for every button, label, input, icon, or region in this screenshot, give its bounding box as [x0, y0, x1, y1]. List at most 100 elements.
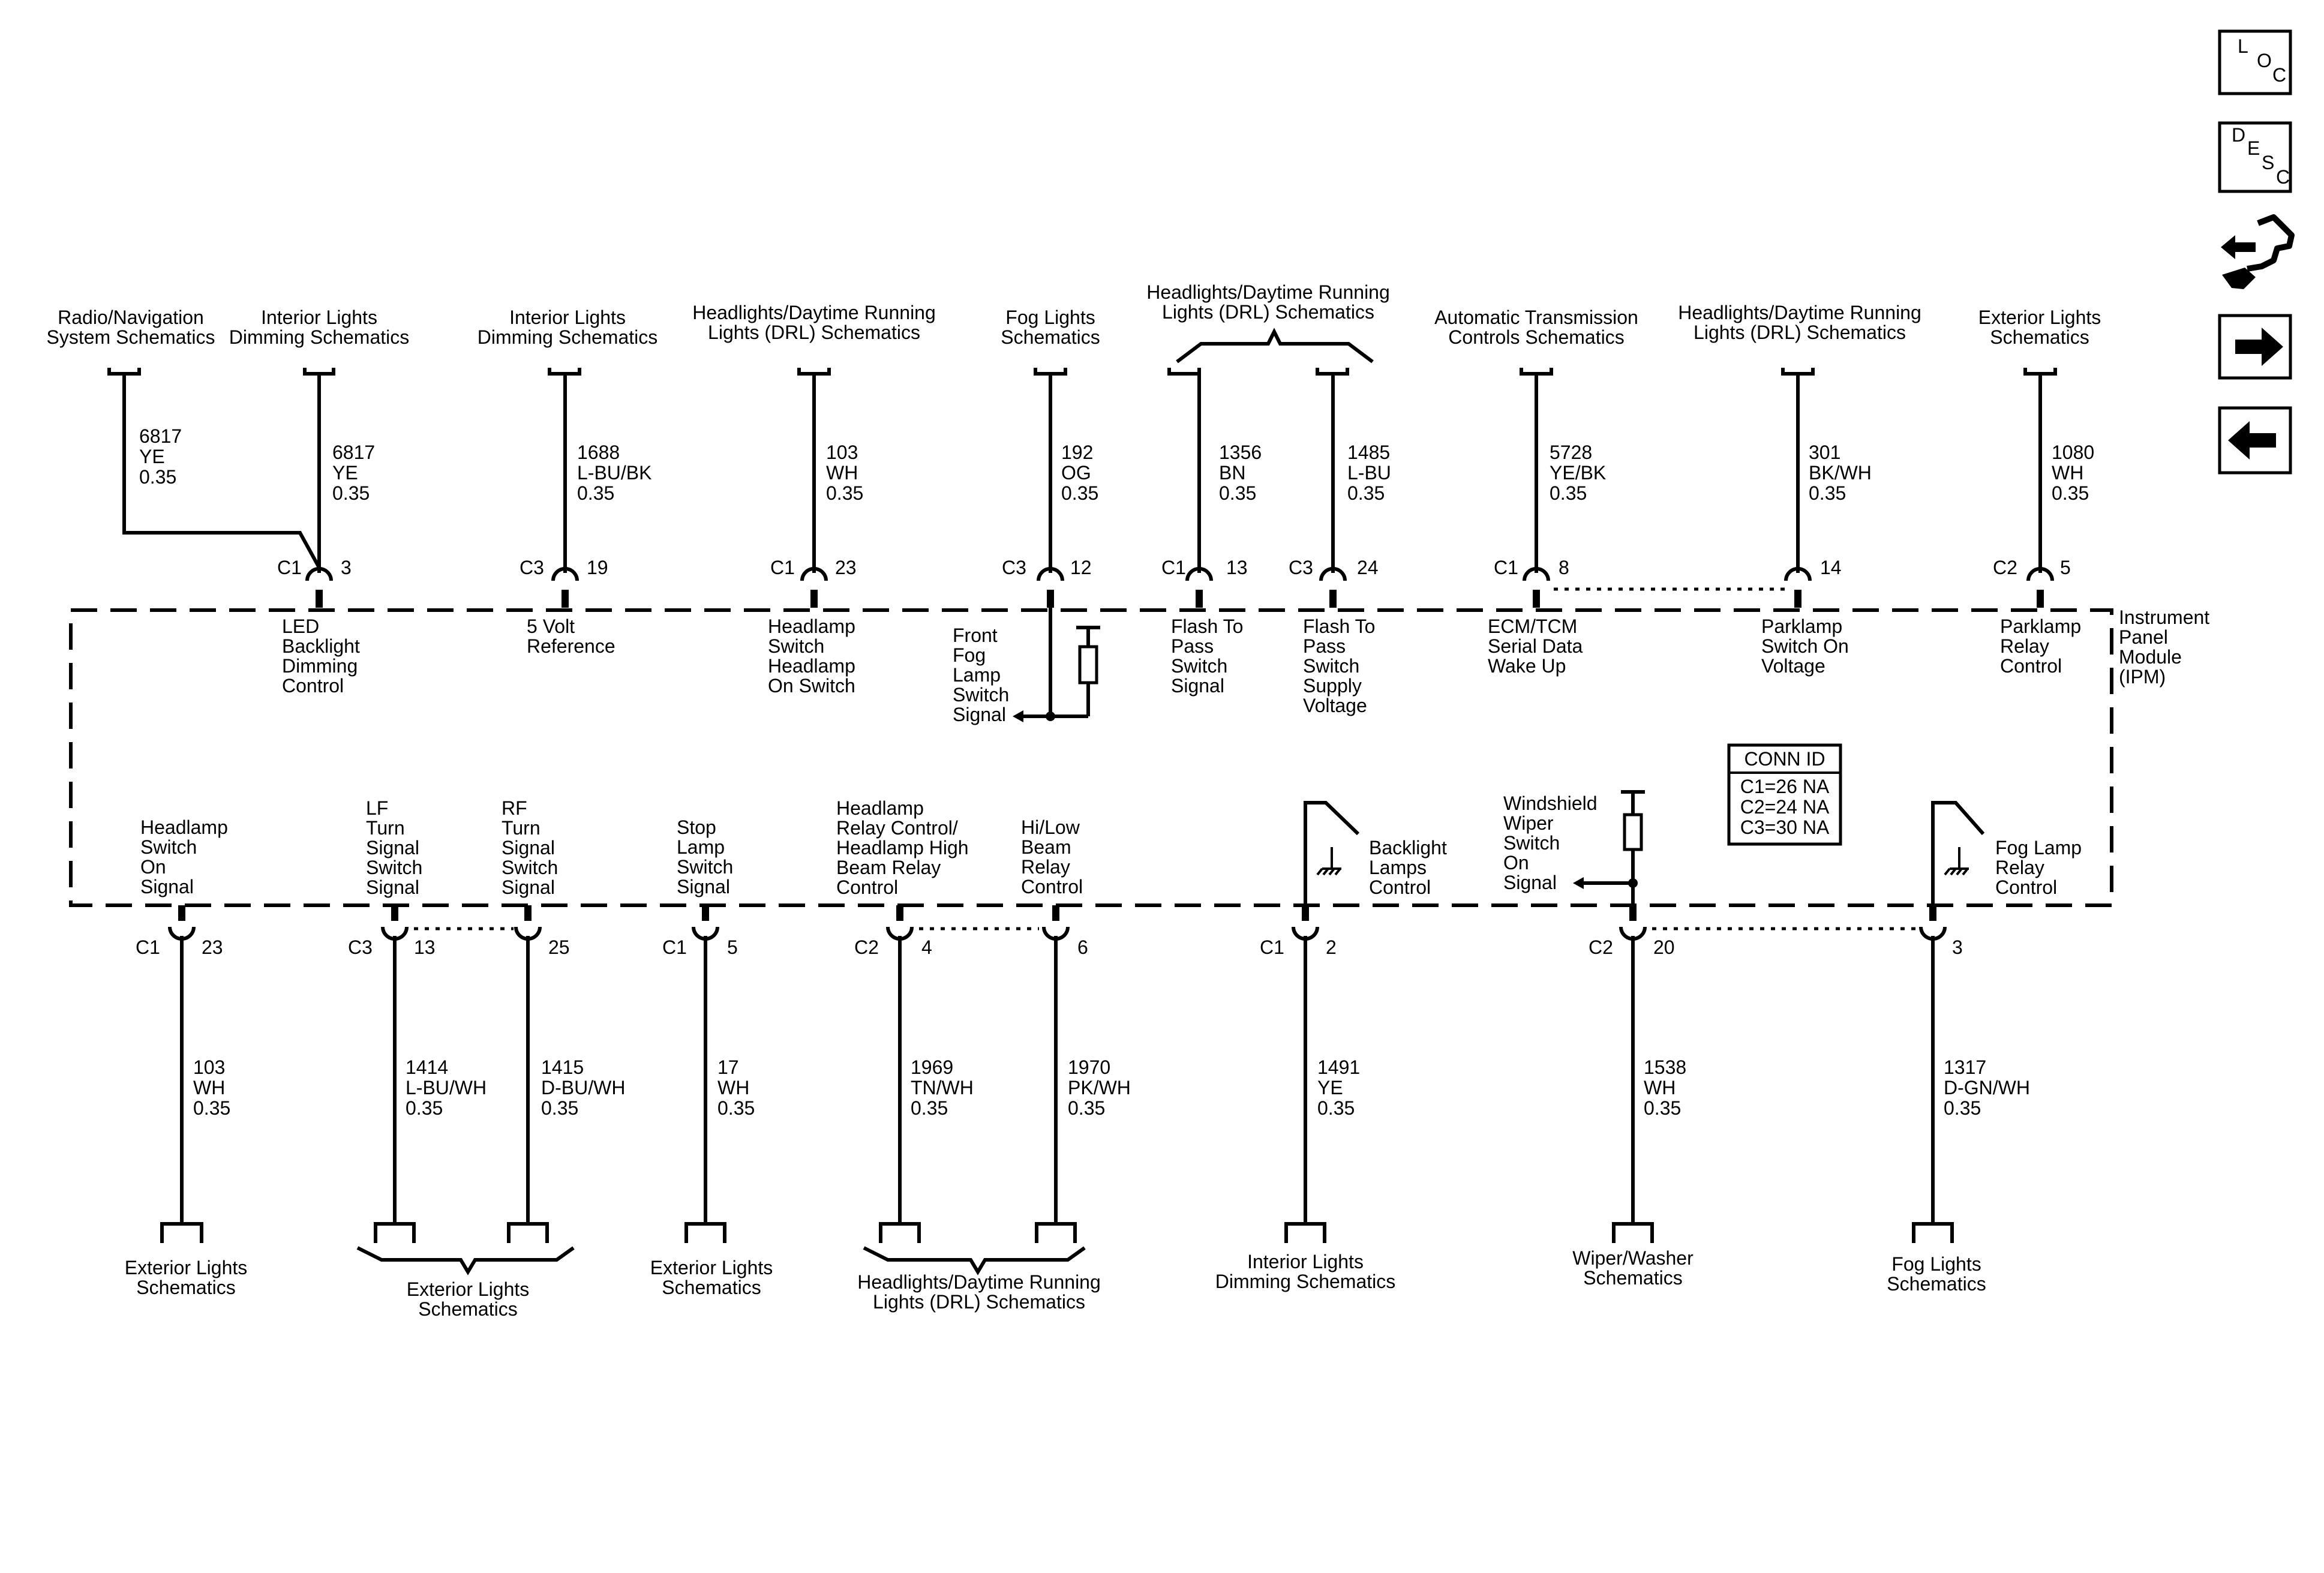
circuit-label: 1485 [1347, 442, 1390, 463]
desc-icon-e: E [2247, 137, 2260, 159]
wire-gauge: 0.35 [1944, 1097, 1981, 1119]
wire-gauge: 0.35 [1644, 1097, 1681, 1119]
connector-id: C2 [854, 936, 879, 958]
wire-gauge: 0.35 [541, 1097, 578, 1119]
pin-number: 24 [1357, 557, 1379, 578]
wire-color: TN/WH [911, 1077, 974, 1098]
connector-id: C2 [1589, 936, 1613, 958]
next-page-button[interactable] [2218, 314, 2292, 380]
next-arrow-icon [2235, 328, 2283, 366]
wire-color: YE [1317, 1077, 1343, 1098]
previous-page-button[interactable] [2218, 406, 2292, 475]
conn-id-c1: C1=26 NA [1740, 776, 1830, 797]
circuit-label: 1969 [911, 1056, 953, 1078]
wire-color: BN [1219, 462, 1245, 484]
connector-id: C1 [770, 557, 795, 578]
wire-color: YE [332, 462, 358, 484]
pin-number: 25 [548, 936, 570, 958]
wire-gauge: 0.35 [1809, 482, 1846, 504]
wire-color: L-BU [1347, 462, 1391, 484]
connector-id: C1 [136, 936, 160, 958]
wire-color: WH [1644, 1077, 1676, 1098]
wire-gauge: 0.35 [139, 466, 176, 488]
connector-id: C1 [1161, 557, 1186, 578]
circuit-label: 1080 [2052, 442, 2094, 463]
wire-gauge: 0.35 [717, 1097, 755, 1119]
pin-number: 5 [2060, 557, 2071, 578]
circuit-label: 6817 [332, 442, 375, 463]
wire-color: WH [2052, 462, 2083, 484]
circuit-label: 1538 [1644, 1056, 1686, 1078]
pin-number: 20 [1653, 936, 1675, 958]
connector-end-view-icon [2221, 214, 2295, 289]
wire-color: PK/WH [1068, 1077, 1131, 1098]
connector-id: C3 [1289, 557, 1313, 578]
loc-icon: L [2238, 35, 2248, 57]
wire-color: WH [193, 1077, 225, 1098]
ipm-module-outline [69, 608, 2113, 907]
wire-gauge: 0.35 [406, 1097, 443, 1119]
pin-number: 6 [1077, 936, 1088, 958]
wire-color: YE/BK [1550, 462, 1606, 484]
desc-icon-c: C [2276, 166, 2290, 188]
pin-number: 19 [587, 557, 608, 578]
wire-gauge: 0.35 [193, 1097, 230, 1119]
pin-number: 13 [1226, 557, 1248, 578]
connector-id: C1 [1494, 557, 1518, 578]
desc-button[interactable]: D E S C [2218, 121, 2292, 193]
circuit-label: 5728 [1550, 442, 1592, 463]
pin-number: 13 [414, 936, 436, 958]
connector-end-view-button[interactable] [2221, 214, 2295, 289]
wire-color: WH [826, 462, 858, 484]
conn-id-title: CONN ID [1744, 748, 1825, 770]
connector-id: C3 [520, 557, 544, 578]
circuit-label: 6817 [139, 425, 182, 447]
connector-id: C2 [1993, 557, 2017, 578]
wire-gauge: 0.35 [1061, 482, 1098, 504]
wire-color: D-GN/WH [1944, 1077, 2030, 1098]
circuit-label: 103 [193, 1056, 225, 1078]
circuit-label: 301 [1809, 442, 1840, 463]
pin-number: 3 [1952, 936, 1963, 958]
connector-id: C3 [1002, 557, 1026, 578]
wire-color: WH [717, 1077, 749, 1098]
wire-gauge: 0.35 [1068, 1097, 1105, 1119]
connector-id: C3 [348, 936, 373, 958]
loc-button[interactable]: L O C [2218, 29, 2292, 95]
connector-id: C1 [277, 557, 302, 578]
pin-number: 5 [727, 936, 738, 958]
wire-gauge: 0.35 [2052, 482, 2089, 504]
wire-gauge: 0.35 [911, 1097, 948, 1119]
